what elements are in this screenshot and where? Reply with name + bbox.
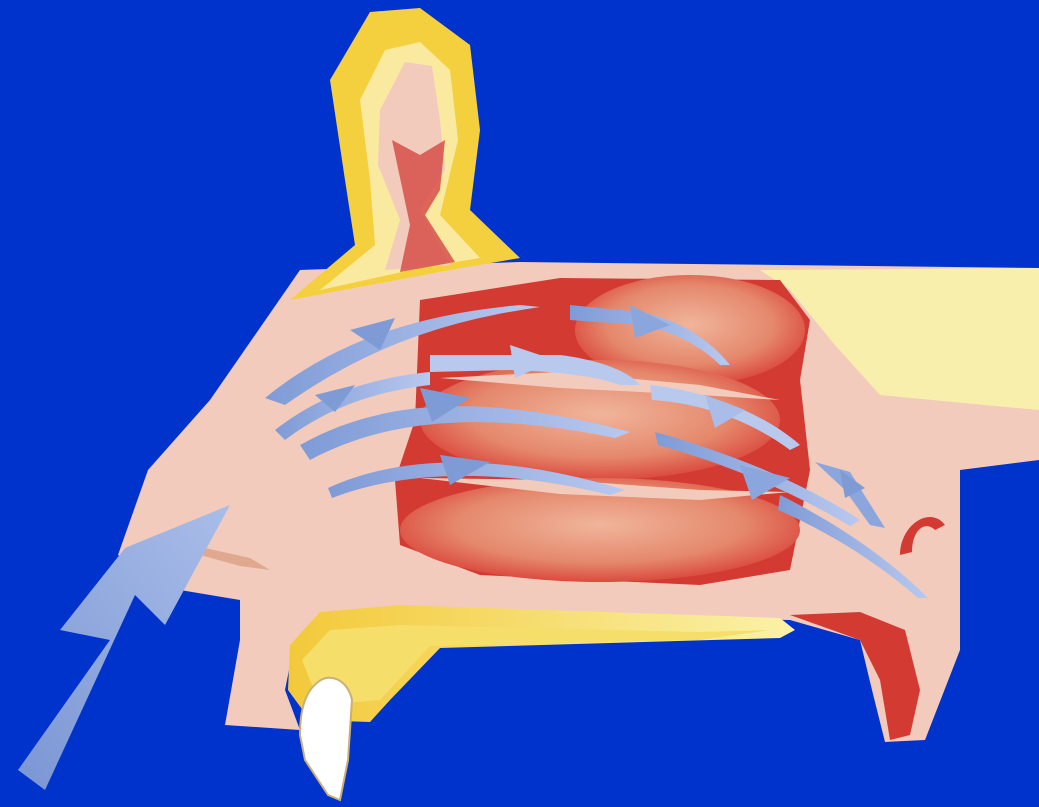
diagram-canvas	[0, 0, 1039, 807]
nasal-airflow-diagram	[0, 0, 1039, 807]
